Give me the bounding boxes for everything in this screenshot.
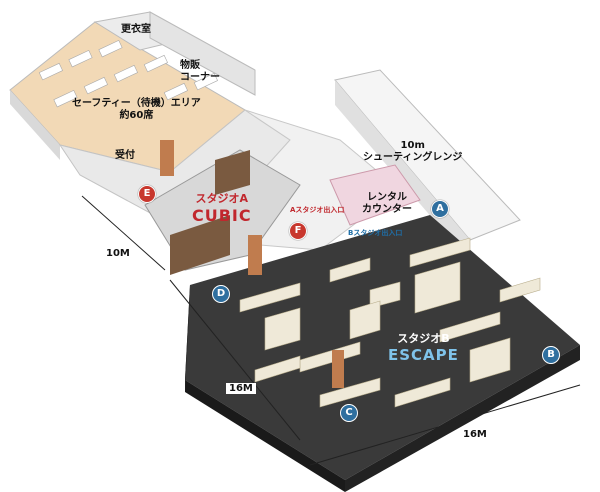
studio-a-label: スタジオA CUBIC: [192, 190, 252, 225]
studio-a-stairs-upper: [215, 150, 250, 195]
shooting-range-label-line1: 10m: [400, 140, 425, 151]
marker-f: F: [289, 222, 307, 240]
studio-a-name: CUBIC: [192, 206, 252, 225]
brick-pillars: [160, 140, 344, 388]
shop-label: 物販 コーナー: [180, 60, 220, 83]
safety-area-label-line2: 約60席: [119, 109, 154, 121]
studio-b-name: ESCAPE: [388, 346, 459, 364]
marker-e: E: [138, 185, 156, 203]
studio-b-front-wall: [185, 380, 345, 492]
reception-label: 受付: [115, 150, 135, 161]
safety-area-label: セーフティー（待機）エリア 約60席: [72, 98, 201, 121]
shop-label-line2: コーナー: [180, 71, 220, 83]
safety-area-wall: [10, 90, 60, 160]
upper-back-wall: [149, 11, 256, 96]
studio-b-maze-walls: [239, 237, 541, 408]
studio-b-floor: [185, 215, 580, 480]
rental-counter-label: レンタル カウンター: [362, 192, 412, 215]
studio-b-label: スタジオB ESCAPE: [388, 330, 459, 364]
marker-d: D: [212, 285, 230, 303]
dimension-lines: [81, 195, 581, 466]
rental-counter-floor: [329, 164, 421, 226]
dimension-left-lower: 16M: [226, 383, 256, 394]
studio-b-left-wall: [185, 285, 190, 392]
safety-area-tables: [38, 39, 218, 108]
studio-a-stairs: [170, 215, 230, 275]
dimension-bottom: 16M: [460, 429, 490, 440]
marker-c: C: [340, 404, 358, 422]
shop-label-line1: 物販: [180, 60, 200, 71]
safety-area-label-line1: セーフティー（待機）エリア: [72, 98, 201, 109]
studio-b-right-wall: [345, 345, 580, 492]
rental-counter-label-line1: レンタル: [367, 192, 407, 203]
rental-counter-label-line2: カウンター: [362, 203, 412, 215]
shooting-range-label: 10m シューティングレンジ: [363, 140, 462, 163]
dimension-left-upper: 10M: [103, 248, 133, 259]
marker-b: B: [542, 346, 560, 364]
locker-room-label: 更衣室: [121, 24, 151, 35]
studio-a-entrance-label: Aスタジオ出入口: [290, 206, 345, 214]
marker-a: A: [431, 200, 449, 218]
studio-b-title: スタジオB: [397, 332, 450, 345]
shooting-range-label-line2: シューティングレンジ: [363, 151, 463, 163]
studio-a-title: スタジオA: [195, 192, 249, 205]
studio-b-entrance-label: Bスタジオ出入口: [348, 229, 403, 237]
